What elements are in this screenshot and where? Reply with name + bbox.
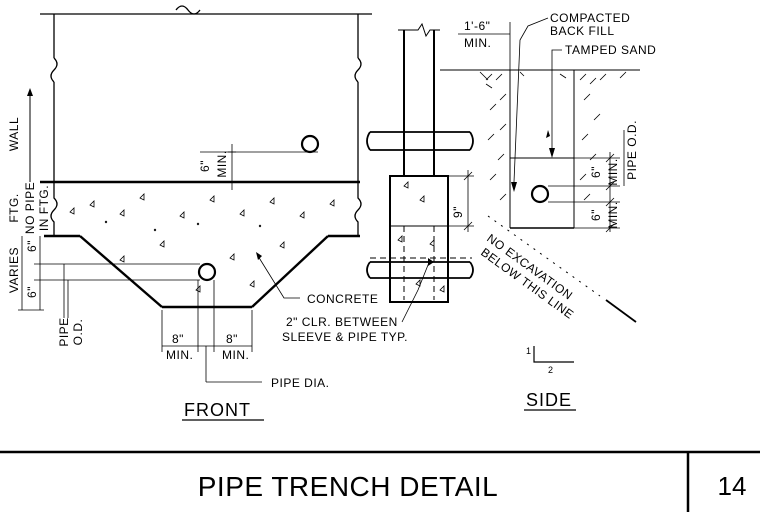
- sleeve-pipe-upper: [366, 131, 474, 151]
- concrete-arrow-head: [256, 252, 262, 260]
- tamped-arrow-head: [549, 148, 555, 158]
- one-six-label: 1'-6": [464, 19, 490, 33]
- no-excavation-line: [487, 215, 637, 323]
- eight-right: 8": [226, 332, 238, 346]
- six-left-upper: 6": [25, 240, 39, 252]
- tamped-label: TAMPED SAND: [565, 43, 656, 57]
- clr-label-1: 2" CLR. BETWEEN: [286, 315, 398, 329]
- sleeve-pipe-lower: [366, 261, 474, 279]
- eight-left: 8": [172, 332, 184, 346]
- clr-arrow-head: [428, 258, 434, 266]
- concrete-leader: [257, 255, 300, 299]
- clr-leader: [401, 259, 431, 323]
- footing: [40, 180, 362, 309]
- sleeve-stipple: [397, 181, 445, 293]
- tamped-leader: [551, 49, 562, 150]
- no-pipe-label-1: NO PIPE: [23, 182, 37, 234]
- six-left-lower: 6": [25, 286, 39, 298]
- six-r2-val: 6": [589, 209, 603, 221]
- backfill-mark: [546, 130, 550, 138]
- six-r1-min: MIN.: [606, 158, 620, 185]
- varies-label: VARIES: [7, 247, 21, 293]
- front-view-label: FRONT: [184, 400, 251, 420]
- compacted-label-1: COMPACTED: [550, 11, 630, 25]
- six-min-dim-lines: [200, 144, 318, 190]
- min-right: MIN.: [222, 348, 249, 362]
- compacted-arrow-head: [511, 182, 517, 192]
- slope-2: 2: [548, 365, 553, 375]
- title-block: PIPE TRENCH DETAIL 14: [0, 450, 760, 512]
- pipe-lower: [197, 262, 217, 282]
- soil-hatch: [479, 71, 627, 201]
- side-dim-lines: [548, 130, 625, 233]
- nine-dim-lines: [448, 170, 474, 232]
- one-six-min: MIN.: [464, 36, 491, 50]
- pipe-upper: [300, 134, 320, 154]
- sleeve-detail: 2" CLR. BETWEEN SLEEVE & PIPE TYP. 9" 1'…: [282, 19, 511, 344]
- pipe-od-left-2: O.D.: [71, 319, 85, 346]
- six-r1-val: 6": [589, 166, 603, 178]
- wall-arrow-head: [27, 88, 33, 96]
- wall-label: WALL: [7, 117, 21, 151]
- front-view: 6" MIN. WALL FTG. NO PIPE IN FTG. 6" VAR…: [7, 5, 378, 421]
- detail-number: 14: [718, 471, 747, 501]
- drawing-title: PIPE TRENCH DETAIL: [198, 471, 498, 502]
- compacted-leader: [513, 17, 549, 183]
- sleeve-dashed: [370, 150, 472, 300]
- concrete-label: CONCRETE: [307, 292, 378, 306]
- pipe-od-left-1: PIPE: [57, 317, 71, 346]
- side-pipe: [530, 184, 550, 204]
- bottom-dim-lines: [161, 280, 262, 383]
- left-dim-lines: [18, 236, 200, 318]
- slope-symbol: [533, 346, 574, 363]
- slope-1: 1: [526, 346, 531, 356]
- min-left: MIN.: [166, 348, 193, 362]
- compacted-label-2: BACK FILL: [550, 24, 615, 38]
- concrete-stipple: [69, 193, 335, 293]
- one-six-dim-lines: [458, 22, 511, 70]
- nine-label: 9": [451, 206, 465, 218]
- no-pipe-label-2: IN FTG.: [37, 185, 51, 231]
- ftg-label: FTG.: [7, 193, 21, 222]
- six-r2-min: MIN.: [606, 201, 620, 228]
- pipe-dia-label: PIPE DIA.: [271, 376, 330, 390]
- side-view: COMPACTED BACK FILL TAMPED SAND 6" MIN. …: [440, 11, 656, 411]
- six-min-value: 6": [198, 160, 212, 172]
- pipe-od-right: PIPE O.D.: [625, 120, 639, 180]
- sleeve-wall: [389, 22, 449, 303]
- clr-label-2: SLEEVE & PIPE TYP.: [282, 330, 408, 344]
- side-view-label: SIDE: [526, 390, 572, 410]
- grade-line: [440, 69, 640, 229]
- six-min-label: MIN.: [215, 150, 229, 177]
- wall: [40, 5, 372, 182]
